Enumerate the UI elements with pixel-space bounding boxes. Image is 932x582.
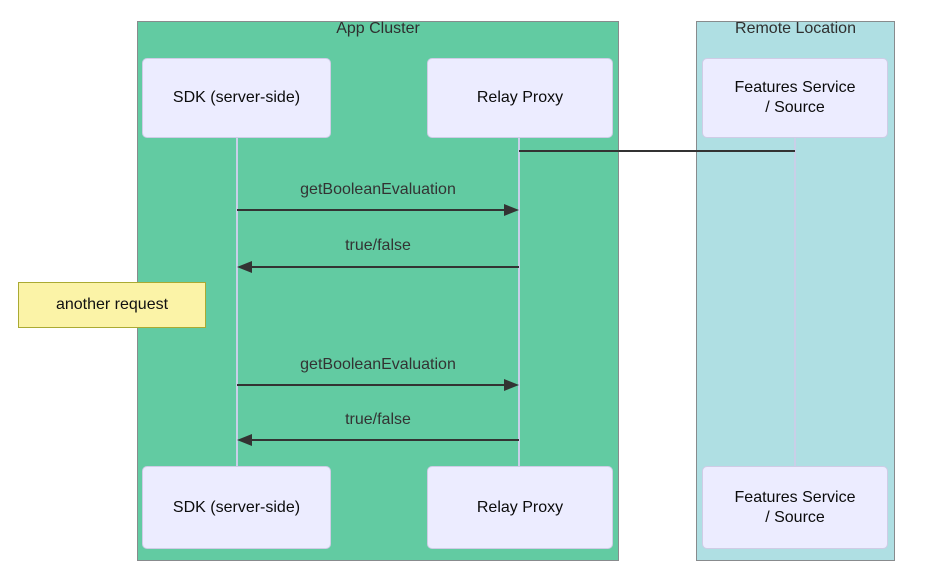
actor-sdk-bottom: SDK (server-side) xyxy=(142,466,331,549)
lifeline-relay-proxy xyxy=(518,138,520,466)
actor-relay-proxy-top: Relay Proxy xyxy=(427,58,613,138)
arrow-head-right-icon xyxy=(504,204,519,216)
lifeline-features-service xyxy=(794,138,796,466)
message-arrow-line xyxy=(237,384,507,386)
actor-label: Relay Proxy xyxy=(476,498,564,516)
actor-label: SDK (server-side) xyxy=(172,498,301,516)
message-label: getBooleanEvaluation xyxy=(300,356,456,373)
actor-features-service-bottom: Features Service / Source xyxy=(702,466,888,549)
arrow-head-right-icon xyxy=(504,379,519,391)
actor-label: SDK (server-side) xyxy=(172,89,301,106)
message-arrow-line xyxy=(249,266,519,268)
arrow-head-left-icon xyxy=(237,261,252,273)
message-arrow-line xyxy=(237,209,507,211)
actor-label-line2: / Source xyxy=(765,99,825,116)
actor-label-line2: / Source xyxy=(765,508,825,526)
message-arrow-line xyxy=(249,439,519,441)
message-label: true/false xyxy=(345,237,411,254)
actor-label: Relay Proxy xyxy=(476,89,564,106)
arrow-head-left-icon xyxy=(237,434,252,446)
actor-relay-proxy-bottom: Relay Proxy xyxy=(427,466,613,549)
relay-to-features-link-line xyxy=(519,150,795,152)
lifeline-sdk xyxy=(236,138,238,466)
message-label: getBooleanEvaluation xyxy=(300,181,456,198)
actor-label-line1: Features Service xyxy=(734,488,856,506)
note-text: another request xyxy=(55,296,169,313)
note-another-request: another request xyxy=(18,282,206,328)
actor-label-line1: Features Service xyxy=(734,79,856,96)
actor-sdk-top: SDK (server-side) xyxy=(142,58,331,138)
message-label: true/false xyxy=(345,411,411,428)
actor-features-service-top: Features Service / Source xyxy=(702,58,888,138)
